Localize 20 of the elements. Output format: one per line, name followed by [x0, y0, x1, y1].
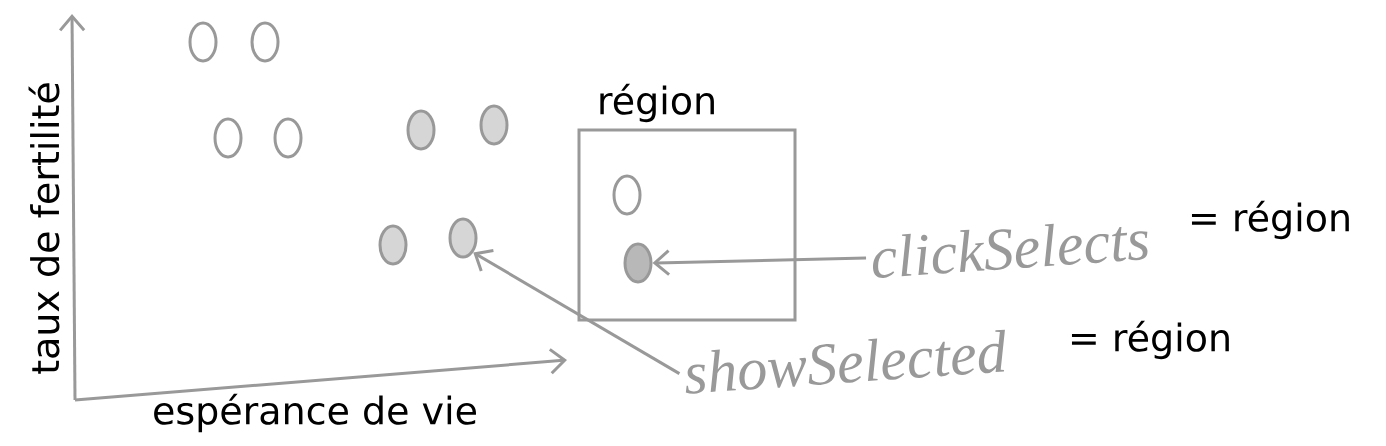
beside-label: = région: [1071, 320, 1229, 360]
scatter-point: [250, 21, 280, 63]
scatter-point: [612, 174, 642, 216]
legend-box: région: [577, 83, 797, 322]
axis-label: espérance de vie: [154, 393, 476, 433]
node-label: région: [600, 83, 714, 123]
scatter-point: [623, 242, 653, 284]
scatter-point: [273, 117, 303, 159]
beside-label: = région: [1192, 200, 1349, 240]
scatter-point: [188, 21, 218, 63]
arrow: [652, 249, 867, 276]
scatter-point: [448, 217, 478, 259]
scatter-point: [213, 117, 243, 159]
scatter-point: [479, 104, 509, 146]
scatter-point: [406, 109, 436, 151]
arrow: [473, 248, 681, 375]
handwritten-label: clickSelects: [873, 223, 1148, 279]
axis-label: taux de fertilité: [28, 83, 60, 374]
scatter-point: [378, 224, 408, 266]
handwritten-label: showSelected: [685, 329, 1005, 394]
